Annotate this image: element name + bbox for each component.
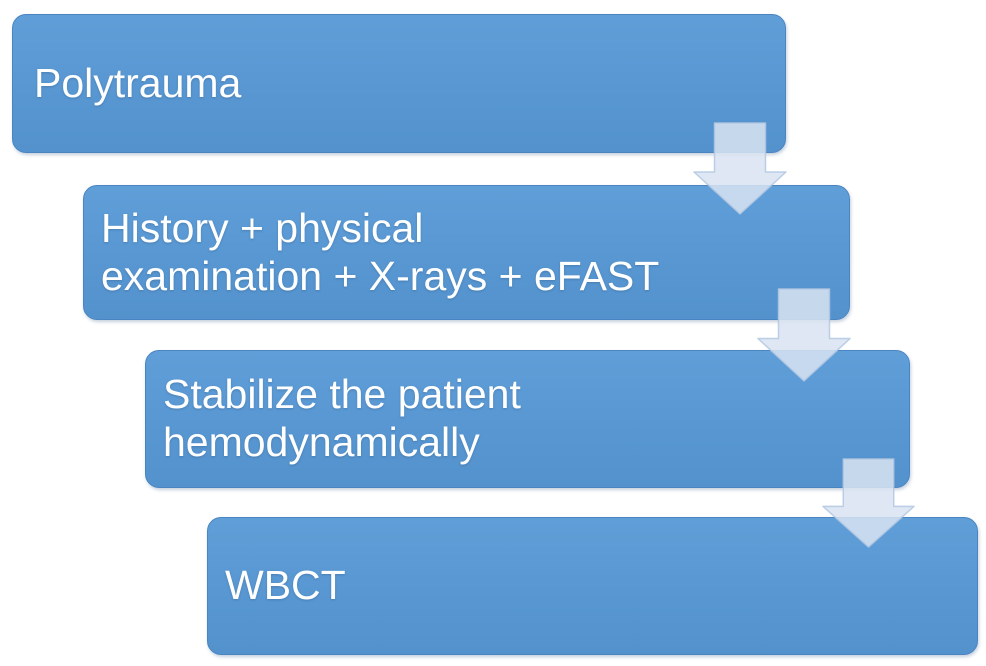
step-history-exam: History + physical examination + X-rays … (83, 185, 850, 320)
step-label: History + physical examination + X-rays … (101, 204, 660, 299)
step-label: WBCT (225, 562, 346, 609)
down-arrow-icon (822, 458, 915, 548)
step-label: Polytrauma (34, 59, 242, 106)
step-polytrauma: Polytrauma (12, 14, 786, 153)
down-arrow-icon (757, 288, 851, 382)
step-stabilize: Stabilize the patient hemodynamically (145, 350, 910, 488)
down-arrow-icon (693, 122, 787, 215)
step-wbct: WBCT (207, 517, 978, 655)
step-label: Stabilize the patient hemodynamically (163, 371, 521, 465)
